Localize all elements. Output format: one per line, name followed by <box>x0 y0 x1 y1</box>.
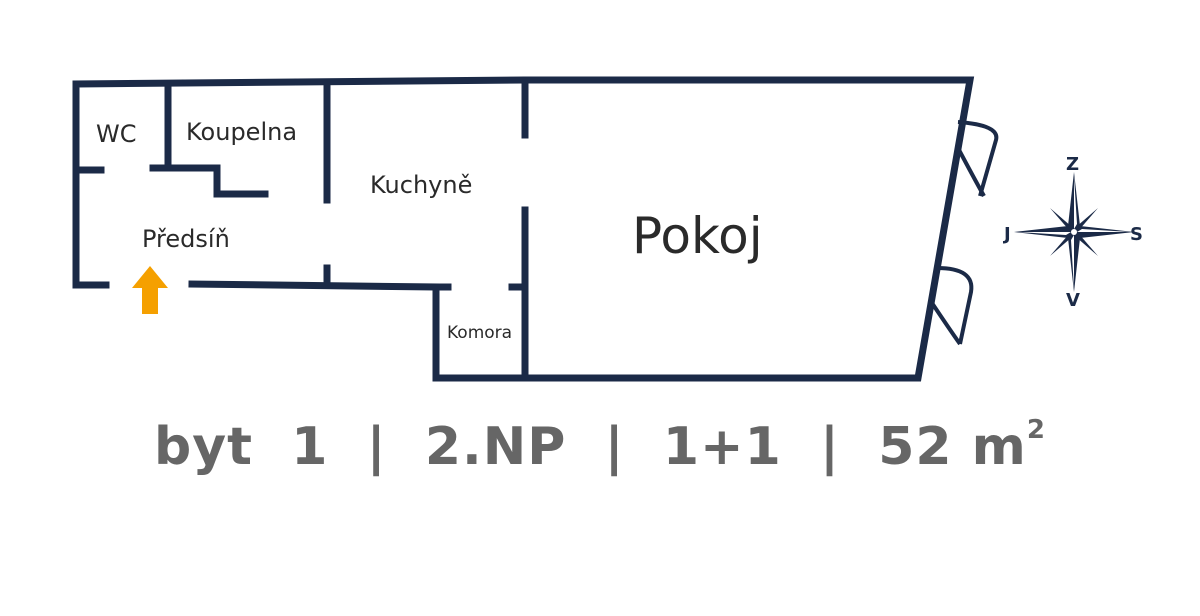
wall-koupelna-bottom <box>149 164 269 198</box>
outer-walls <box>72 76 975 382</box>
compass-north-label: Z <box>1066 154 1079 175</box>
room-label-pokoj: Pokoj <box>632 207 763 265</box>
floor-area: 52 m <box>878 417 1027 477</box>
door-arc-lower-1 <box>936 266 974 345</box>
entrance-arrow-icon <box>132 266 168 314</box>
apartment-number: byt 1 <box>154 417 329 477</box>
compass-east-label: S <box>1130 224 1143 245</box>
outer-wall-bottom <box>188 280 529 382</box>
room-label-predsin: Předsíň <box>142 225 230 253</box>
room-label-komora: Komora <box>447 323 512 343</box>
compass-rose-icon <box>1014 172 1134 292</box>
balcony-doors <box>928 120 999 346</box>
compass-west-label: J <box>1002 224 1011 245</box>
compass-south-label: V <box>1066 290 1080 311</box>
room-label-kuchyne: Kuchyně <box>370 171 472 199</box>
separator-3: | <box>820 417 840 477</box>
room-label-wc: WC <box>96 120 137 148</box>
door-arc-upper-2 <box>956 147 986 197</box>
interior-walls <box>72 80 529 382</box>
door-arc-lower-2 <box>928 298 962 346</box>
floor-level: 2.NP <box>424 417 567 477</box>
separator-2: | <box>604 417 625 477</box>
area-unit-exponent: 2 <box>1026 415 1046 445</box>
outer-wall-top-left <box>72 76 975 382</box>
apartment-summary: byt 1 | 2.NP | 1+1 | 52 m2 <box>0 415 1200 477</box>
room-layout: 1+1 <box>662 417 782 477</box>
separator-1: | <box>366 417 387 477</box>
room-label-koupelna: Koupelna <box>186 118 297 146</box>
door-arc-upper-1 <box>957 120 999 197</box>
